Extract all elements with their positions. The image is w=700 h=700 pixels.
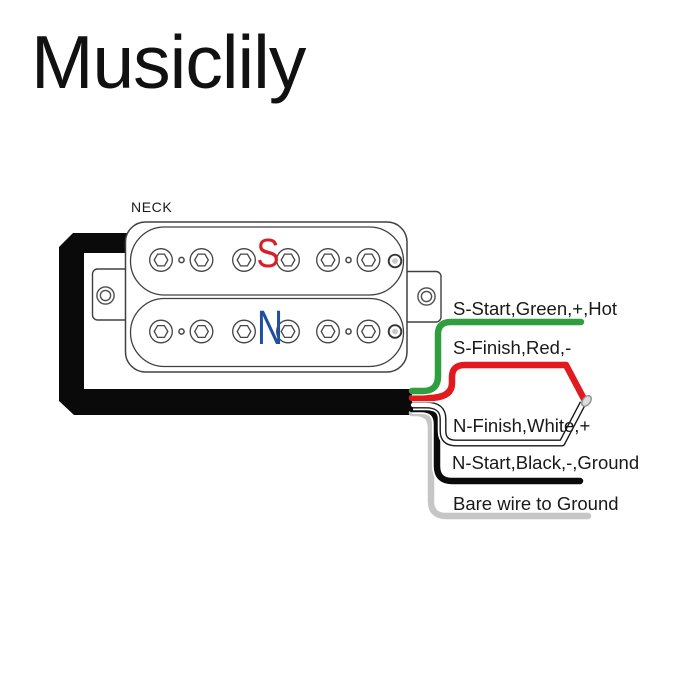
pole-screw: [316, 248, 340, 272]
pole-screw: [149, 248, 173, 272]
wire-label-n-finish-white: N-Finish,White,+: [453, 415, 590, 436]
wire-label-s-start-green: S-Start,Green,+,Hot: [453, 298, 617, 319]
brand-logo: Musiclily: [31, 20, 307, 104]
pole-screw: [276, 248, 300, 272]
wire-green-conductor: [408, 318, 585, 395]
pole-screw: [189, 319, 214, 344]
wire-label-n-start-black: N-Start,Black,-,Ground: [452, 452, 639, 473]
pole-screw: [189, 248, 214, 272]
pole-dot: [178, 256, 185, 264]
coil-north: [129, 297, 405, 368]
pole-screw: [356, 319, 381, 344]
coil-south: [129, 226, 405, 296]
wire-red: [408, 360, 588, 403]
splice-connector: [581, 395, 592, 407]
wire-green: [408, 317, 585, 396]
pole-screw: [316, 319, 340, 344]
wire-white: [410, 399, 588, 449]
mounting-screw-hole-right: [417, 287, 436, 306]
coil-end-slug: [387, 324, 403, 339]
pole-dot: [345, 328, 352, 335]
pole-screw: [232, 248, 256, 272]
pole-screw: [232, 319, 256, 344]
wire-label-s-finish-red: S-Finish,Red,-: [453, 337, 571, 358]
south-pole-letter: S: [257, 230, 280, 276]
mounting-screw-hole-left: [96, 286, 115, 305]
pole-screw: [149, 319, 173, 344]
pole-dot: [178, 328, 185, 335]
wire-label-bare: Bare wire to Ground: [453, 493, 619, 514]
pole-dot: [345, 256, 352, 264]
wire-red-conductor: [408, 361, 588, 403]
pickup-position-label: NECK: [131, 199, 172, 215]
coil-end-slug: [387, 253, 403, 269]
pickup-cable-jacket: [59, 233, 414, 415]
pole-screw: [356, 248, 381, 272]
wire-white-conductor: [410, 400, 586, 446]
north-pole-letter: N: [257, 302, 283, 355]
